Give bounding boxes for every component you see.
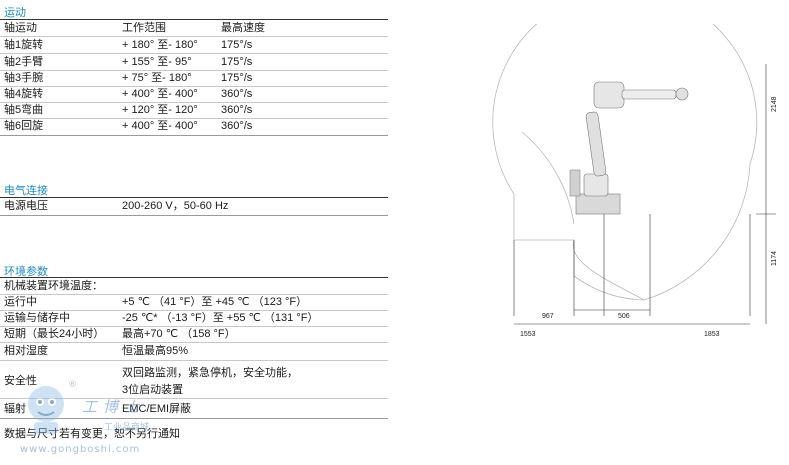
- axis-range: + 400° 至- 400°: [122, 88, 198, 100]
- table-row: 辐射 EMC/EMI屏蔽: [0, 401, 388, 417]
- env-value-line2: 3位启动装置: [122, 384, 184, 396]
- table-row: 轴1旋转 + 180° 至- 180° 175°/s: [0, 37, 388, 53]
- watermark-sub: 工业品商城: [104, 423, 150, 433]
- table-row: 轴2手臂 + 155° 至- 95° 175°/s: [0, 54, 388, 70]
- table-row: 轴4旋转 + 400° 至- 400° 360°/s: [0, 86, 388, 102]
- env-label: 相对湿度: [4, 345, 48, 357]
- axis-name: 轴5弯曲: [4, 104, 44, 116]
- env-value: +5 ℃ （41 °F）至 +45 ℃ （123 °F）: [122, 296, 308, 308]
- watermark: ® 工博士 工业品商城 www.gongboshi.com: [20, 376, 190, 461]
- header-speed: 最高速度: [221, 22, 265, 34]
- electrical-title: 电气连接: [4, 185, 48, 197]
- env-label: 运输与储存中: [4, 312, 70, 324]
- dimension-lines: [513, 64, 776, 325]
- axis-range: + 180° 至- 180°: [122, 39, 198, 51]
- dim-height-top: 2148: [771, 96, 778, 112]
- electrical-row: 电源电压 200-260 V，50-60 Hz: [0, 198, 388, 214]
- robot-reach-diagram: 2148 1174 1553 967 506 1853: [492, 24, 778, 338]
- env-label: 运行中: [4, 296, 37, 308]
- axis-range: + 155° 至- 95°: [122, 56, 192, 68]
- divider: [0, 19, 388, 20]
- dim-left-inner: 967: [542, 313, 554, 320]
- footnote: 数据与尺寸若有变更，恕不另行通知: [4, 428, 180, 440]
- divider: [0, 310, 388, 311]
- divider: [0, 294, 388, 295]
- env-label: 安全性: [4, 375, 37, 387]
- env-value: -25 ℃* （-13 °F）至 +55 ℃ （131 °F）: [122, 312, 319, 324]
- table-row: 相对湿度 恒温最高95%: [0, 343, 388, 359]
- motion-title: 运动: [4, 7, 26, 19]
- registered-mark: ®: [68, 380, 77, 390]
- divider: [0, 102, 388, 103]
- env-label: 辐射: [4, 403, 26, 415]
- divider: [0, 197, 388, 198]
- axis-speed: 175°/s: [221, 72, 253, 84]
- axis-name: 轴2手臂: [4, 56, 44, 68]
- table-row: 轴6回旋 + 400° 至- 400° 360°/s: [0, 118, 388, 134]
- divider: [0, 277, 388, 278]
- axis-range: + 75° 至- 180°: [122, 72, 192, 84]
- reach-envelope: [492, 24, 758, 301]
- robot-arm-figure: [569, 81, 689, 215]
- table-row: 运行中 +5 ℃ （41 °F）至 +45 ℃ （123 °F）: [0, 294, 388, 310]
- watermark-url: www.gongboshi.com: [20, 444, 141, 455]
- divider: [0, 398, 388, 399]
- axis-speed: 360°/s: [221, 120, 253, 132]
- dim-height-bottom: 1174: [771, 251, 778, 266]
- dim-base: 506: [618, 313, 630, 320]
- voltage-value: 200-260 V，50-60 Hz: [122, 200, 229, 212]
- env-value: 双回路监测，紧急停机，安全功能，: [122, 367, 298, 379]
- divider: [0, 342, 388, 343]
- divider: [0, 326, 388, 327]
- axis-range: + 400° 至- 400°: [122, 120, 198, 132]
- divider: [0, 70, 388, 71]
- environment-title: 环境参数: [4, 266, 48, 278]
- robot-mascot-icon: [28, 386, 64, 434]
- table-row: 安全性 双回路监测，紧急停机，安全功能， 3位启动装置: [0, 365, 388, 397]
- dim-left-outer: 1553: [520, 331, 536, 338]
- divider: [0, 86, 388, 87]
- axis-name: 轴3手腕: [4, 72, 44, 84]
- header-range: 工作范围: [122, 22, 166, 34]
- divider: [0, 360, 388, 361]
- motion-header-row: 轴运动 工作范围 最高速度: [0, 20, 388, 36]
- divider: [0, 118, 388, 119]
- axis-name: 轴6回旋: [4, 120, 44, 132]
- table-row: 轴5弯曲 + 120° 至- 120° 360°/s: [0, 102, 388, 118]
- watermark-brand: 工博士: [82, 398, 146, 416]
- header-axis: 轴运动: [4, 22, 37, 34]
- table-row: 运输与储存中 -25 ℃* （-13 °F）至 +55 ℃ （131 °F）: [0, 310, 388, 326]
- dim-right: 1853: [704, 331, 720, 338]
- voltage-label: 电源电压: [4, 200, 48, 212]
- divider: [0, 215, 388, 216]
- axis-name: 轴1旋转: [4, 39, 44, 51]
- env-value: EMC/EMI屏蔽: [122, 403, 192, 415]
- axis-speed: 175°/s: [221, 56, 253, 68]
- axis-speed: 175°/s: [221, 39, 253, 51]
- divider: [0, 418, 388, 419]
- axis-speed: 360°/s: [221, 104, 253, 116]
- axis-speed: 360°/s: [221, 88, 253, 100]
- env-label: 短期（最长24小时）: [4, 328, 105, 340]
- table-row: 轴3手腕 + 75° 至- 180° 175°/s: [0, 70, 388, 86]
- divider: [0, 135, 388, 136]
- axis-name: 轴4旋转: [4, 88, 44, 100]
- table-row: 短期（最长24小时） 最高+70 ℃ （158 °F）: [0, 326, 388, 342]
- divider: [0, 36, 388, 37]
- env-value: 最高+70 ℃ （158 °F）: [122, 328, 236, 340]
- axis-range: + 120° 至- 120°: [122, 104, 198, 116]
- environment-subtitle: 机械装置环境温度：: [4, 280, 103, 292]
- divider: [0, 53, 388, 54]
- env-value: 恒温最高95%: [122, 345, 189, 357]
- environment-subtitle-row: 机械装置环境温度：: [0, 278, 388, 294]
